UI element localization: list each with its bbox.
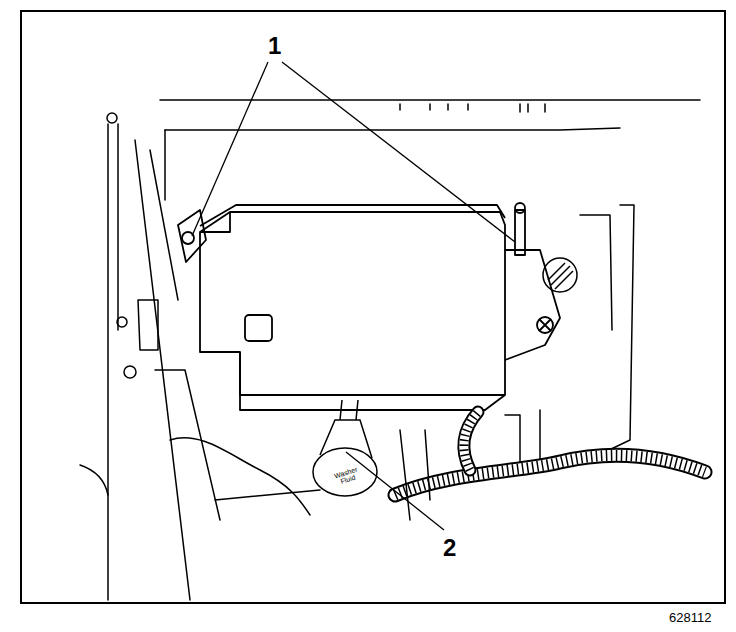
callout-number: 2 [443,536,456,560]
figure-number: 628112 [669,611,711,624]
figure-border [21,11,725,603]
wiring-harness [395,412,705,520]
air-vent [543,258,577,292]
leader-lines [192,62,515,530]
washer-fluid-cap [313,400,377,496]
callout-number: 1 [268,34,281,58]
control-module [178,203,560,410]
vehicle-structure [80,100,700,600]
